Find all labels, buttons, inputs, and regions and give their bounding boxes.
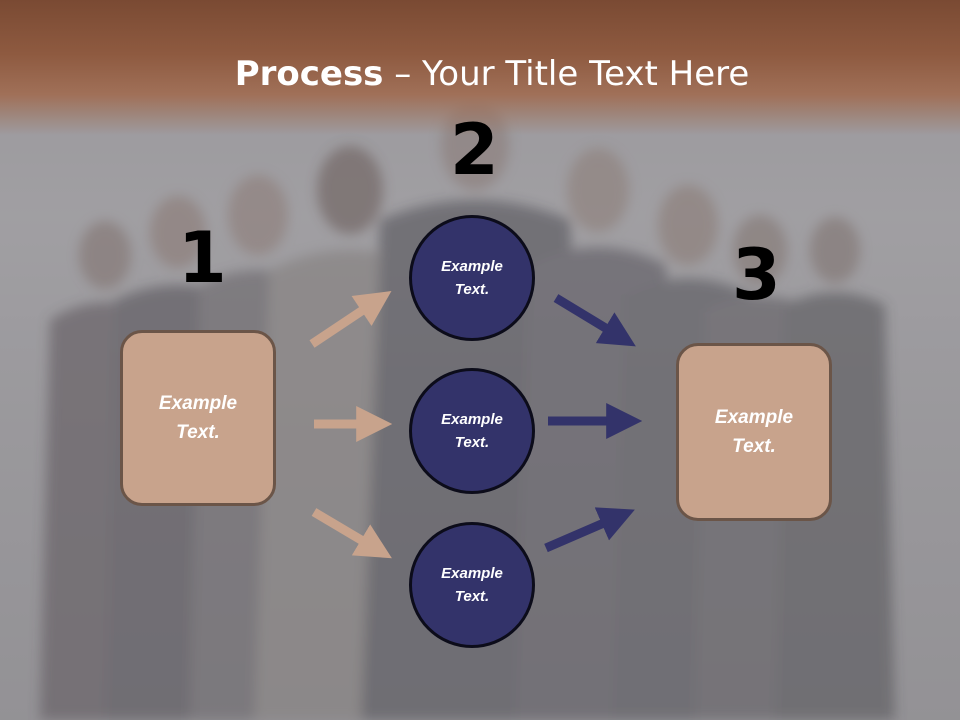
circle-middle: Example Text. — [409, 368, 535, 494]
slide-title: Process – Your Title Text Here — [0, 52, 960, 96]
arrow-left-to-bottom — [311, 508, 392, 559]
right-box-text: Example Text. — [714, 407, 794, 457]
circle-bottom-text: Example Text. — [441, 565, 503, 605]
circle-top: Example Text. — [409, 215, 535, 341]
header-band — [0, 0, 960, 135]
left-box: Example Text. — [120, 330, 276, 506]
title-rest: – Your Title Text Here — [383, 54, 750, 94]
step-2-number: 2 — [450, 109, 499, 191]
step-3-number: 3 — [732, 234, 781, 316]
arrow-top-to-right — [553, 294, 636, 347]
circle-top-text: Example Text. — [441, 258, 503, 298]
left-box-text: Example Text. — [158, 393, 238, 443]
step-1-number: 1 — [178, 217, 227, 299]
right-box: Example Text. — [676, 343, 832, 521]
circle-middle-text: Example Text. — [441, 411, 503, 451]
title-bold: Process — [234, 54, 384, 94]
arrow-left-to-top — [309, 291, 392, 348]
circle-bottom: Example Text. — [409, 522, 535, 648]
arrow-bottom-to-right — [544, 507, 635, 553]
